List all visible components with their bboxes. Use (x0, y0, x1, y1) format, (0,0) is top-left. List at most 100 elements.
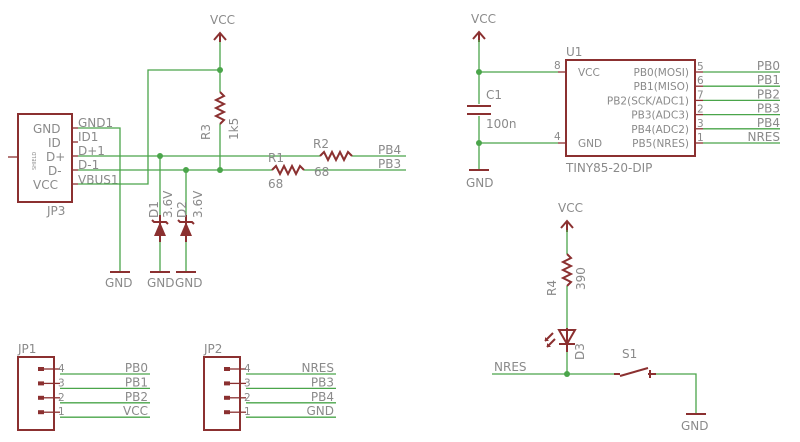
net-label-u1-pb0: PB0 (757, 59, 780, 73)
led-d3: D3 (544, 328, 587, 360)
u1-pin-gnd-label: GND (578, 138, 602, 150)
c1-value: 100n (486, 117, 517, 131)
u1-pin-label-5: PB0(MOSI) (634, 67, 690, 79)
usb-pin-dplus-label: D+ (46, 150, 65, 164)
jp2-net-pb4: PB4 (311, 390, 334, 404)
resistor-r1: R1 68 (268, 151, 305, 191)
u1-pin-label-1: PB5(NRES) (632, 138, 689, 150)
jp2-pin-num-1: 1 (244, 406, 251, 418)
u1-pin-label-2: PB3(ADC3) (631, 110, 689, 122)
u1-pin-label-7: PB2(SCK/ADC1) (607, 95, 689, 107)
usb-wires (78, 40, 406, 272)
d1-name: D1 (147, 201, 161, 218)
ic-u1: U1 TINY85-20-DIP VCC GND 8 4 (554, 45, 696, 175)
gnd-label-usb: GND (105, 276, 133, 290)
vcc-label-r4: VCC (558, 201, 583, 215)
jp1-pin-num-3: 3 (58, 377, 65, 389)
u1-pin-vcc-label: VCC (578, 67, 600, 79)
net-label-pb4: PB4 (378, 143, 401, 157)
r1-value: 68 (268, 177, 283, 191)
usb-pin-vcc-label: VCC (33, 178, 58, 192)
gnd-symbol-c1: GND (466, 169, 494, 190)
jp1-pin-num-1: 1 (58, 406, 65, 418)
r2-value: 68 (314, 165, 329, 179)
u1-pin-num-1: 1 (697, 132, 704, 144)
u1-pin-num-6: 6 (697, 75, 704, 87)
gnd-symbol-s1: GND (681, 413, 709, 433)
usb-connector-jp3: SHIELD GND ID D+ D- VCC JP3 GND1 ID1 D+1… (8, 113, 118, 218)
u1-ref: U1 (566, 45, 582, 59)
gnd-label-c1: GND (466, 176, 494, 190)
usb-pad-dplus1: D+1 (78, 144, 105, 158)
u1-pin-label-3: PB4(ADC2) (631, 124, 689, 136)
gnd-label-s1: GND (681, 419, 709, 433)
usb-pin-gnd-label: GND (33, 122, 61, 136)
c1-name: C1 (486, 88, 502, 102)
vcc-label-c1: VCC (471, 12, 496, 26)
header-jp1: JP1 4 PB0 3 PB1 2 PB2 1 VCC (17, 342, 150, 431)
usb-pad-id1: ID1 (78, 130, 98, 144)
zener-diode-d2: D2 3.6V (175, 190, 205, 242)
r3-name: R3 (199, 124, 213, 140)
jp2-ref: JP2 (203, 342, 222, 356)
r1-name: R1 (268, 151, 284, 165)
jp2-pin-num-4: 4 (244, 363, 251, 375)
jp2-net-pb3: PB3 (311, 375, 334, 389)
gnd-symbols-usb: GND GND GND (105, 271, 203, 290)
jp1-ref: JP1 (17, 342, 36, 356)
r3-value: 1k5 (227, 118, 241, 140)
usb-pin-dminus-label: D- (48, 164, 62, 178)
resistor-r4: R4 390 (545, 253, 588, 296)
resistor-r2: R2 68 (313, 137, 353, 179)
r2-name: R2 (313, 137, 329, 151)
jp2-pin-num-2: 2 (244, 392, 251, 404)
jp1-net-pb0: PB0 (125, 361, 148, 375)
r4-name: R4 (545, 280, 559, 296)
d1-value: 3.6V (161, 190, 175, 218)
d2-name: D2 (175, 201, 189, 218)
vcc-symbol-r4: VCC (558, 201, 583, 232)
jp2-net-gnd: GND (306, 404, 334, 418)
net-label-pb3: PB3 (378, 157, 401, 171)
gnd-label-d1: GND (147, 276, 175, 290)
vcc-symbol-usb: VCC (210, 13, 235, 42)
jp1-net-vcc: VCC (123, 404, 148, 418)
header-jp2: JP2 4 NRES 3 PB3 2 PB4 1 GND (203, 342, 336, 431)
net-label-u1-pb3: PB3 (757, 102, 780, 116)
jp2-pin-num-3: 3 (244, 377, 251, 389)
vcc-label-usb: VCC (210, 13, 235, 27)
jp2-net-nres: NRES (301, 361, 334, 375)
jp1-net-pb1: PB1 (125, 375, 148, 389)
resistor-r3: R3 1k5 (199, 91, 241, 140)
vcc-symbol-c1: VCC (471, 12, 496, 42)
net-label-u1-pb2: PB2 (757, 87, 780, 101)
jp1-net-pb2: PB2 (125, 390, 148, 404)
jp1-pin-num-4: 4 (58, 363, 65, 375)
gnd-label-d2: GND (175, 276, 203, 290)
s1-name: S1 (622, 347, 637, 361)
u1-part: TINY85-20-DIP (565, 161, 652, 175)
usb-pad-vbus1: VBUS1 (78, 173, 118, 187)
net-label-u1-pb1: PB1 (757, 73, 780, 87)
u1-pin-4-num: 4 (554, 131, 561, 143)
usb-ref-label: JP3 (46, 204, 65, 218)
u1-pin-num-5: 5 (697, 61, 704, 73)
u1-pin-num-7: 7 (697, 89, 704, 101)
d3-name: D3 (573, 343, 587, 360)
u1-pin-num-2: 2 (697, 104, 704, 116)
u1-pin-num-3: 3 (697, 118, 704, 130)
capacitor-c1: C1 100n (467, 40, 517, 170)
jp1-pin-num-2: 2 (58, 392, 65, 404)
d2-value: 3.6V (191, 190, 205, 218)
usb-pad-gnd1: GND1 (78, 116, 113, 130)
zener-diode-d1: D1 3.6V (147, 190, 175, 242)
net-label-u1-nres: NRES (747, 130, 780, 144)
u1-pin-label-6: PB1(MISO) (634, 81, 690, 93)
u1-pin-8-num: 8 (554, 60, 561, 72)
usb-pin-id-label: ID (48, 136, 61, 150)
usb-pad-dminus1: D-1 (78, 158, 99, 172)
usb-shield-label: SHIELD (32, 152, 38, 170)
